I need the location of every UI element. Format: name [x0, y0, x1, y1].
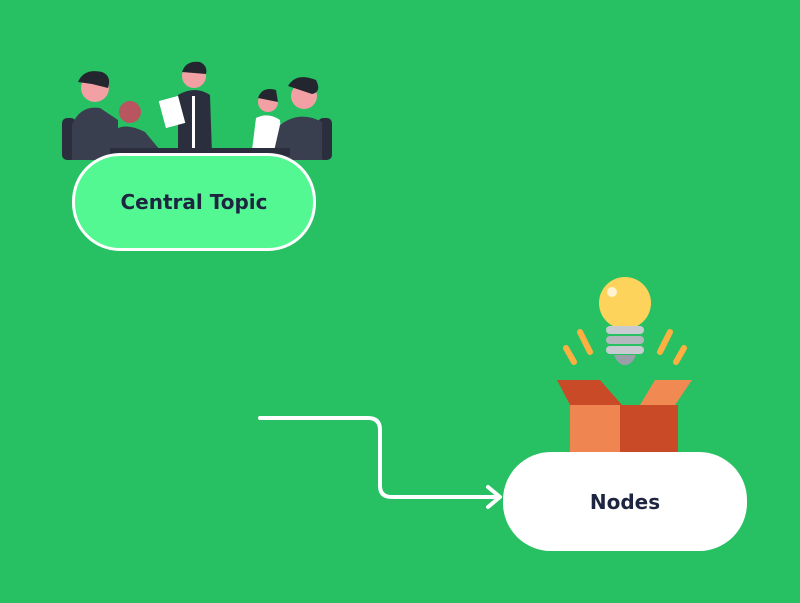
central-topic-node[interactable]: Central Topic	[72, 153, 316, 251]
connector-arrow	[258, 416, 500, 499]
arrowhead-icon	[486, 485, 502, 509]
nodes-node[interactable]: Nodes	[503, 452, 747, 551]
central-topic-label: Central Topic	[120, 190, 268, 214]
meeting-people-icon	[62, 61, 332, 160]
lightbulb-box-icon	[557, 277, 692, 455]
nodes-label: Nodes	[589, 489, 661, 514]
